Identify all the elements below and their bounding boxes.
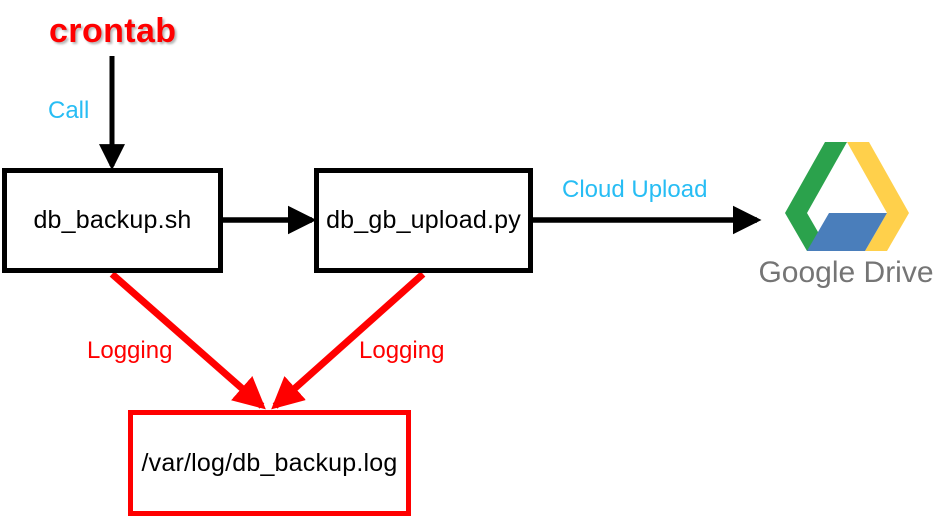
edge-label-call: Call	[48, 97, 90, 124]
node-db-gb-upload-py-label: db_gb_upload.py	[326, 206, 521, 234]
edge-backup-to-logfile	[109, 271, 266, 410]
edge-label-logging-right: Logging	[359, 337, 445, 364]
edge-upload-to-logfile	[271, 271, 426, 410]
node-google-drive[interactable]: Google Drive	[744, 140, 948, 290]
google-drive-icon	[785, 142, 909, 251]
edge-label-cloud-upload: Cloud Upload	[562, 176, 708, 203]
google-drive-label: Google Drive	[758, 256, 934, 289]
node-db-backup-sh[interactable]: db_backup.sh	[2, 168, 223, 273]
node-db-backup-sh-label: db_backup.sh	[33, 206, 192, 234]
node-db-gb-upload-py[interactable]: db_gb_upload.py	[314, 168, 533, 273]
crontab-label: crontab	[49, 12, 177, 50]
node-logfile[interactable]: /var/log/db_backup.log	[128, 410, 411, 516]
edge-label-logging-left: Logging	[87, 337, 173, 364]
node-logfile-label: /var/log/db_backup.log	[141, 448, 398, 477]
